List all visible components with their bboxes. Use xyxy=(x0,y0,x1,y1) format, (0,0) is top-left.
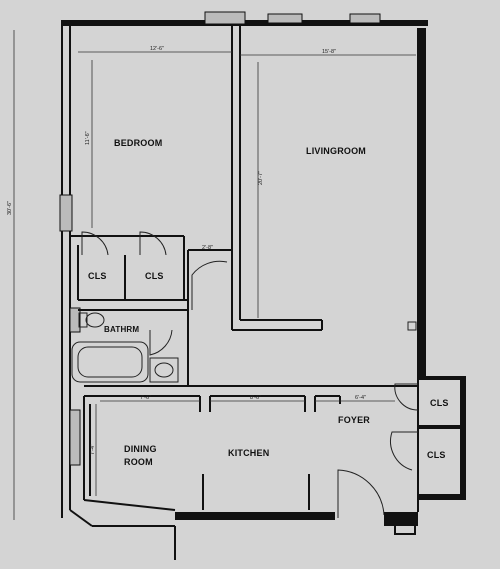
entry-door-swing xyxy=(337,469,385,518)
bottom-wall-kitchen xyxy=(175,512,335,520)
dining-height-label: 7'-4" xyxy=(90,444,96,455)
foyer-closet-divider xyxy=(418,425,464,429)
sink xyxy=(149,357,179,383)
right-wall xyxy=(417,28,426,380)
living-width-label: 15'-8" xyxy=(322,49,336,55)
window-top-2 xyxy=(267,13,303,24)
room-label-foyer-closet-2: CLS xyxy=(427,450,446,460)
foyer-closet-bottom xyxy=(418,494,466,500)
window-top-3 xyxy=(349,13,381,24)
bedroom-door-swing xyxy=(191,260,228,310)
dining-width-label: 7'-6" xyxy=(140,395,151,401)
room-label-bathroom: BATHRM xyxy=(104,325,139,334)
room-label-foyer-closet-1: CLS xyxy=(430,398,449,408)
bathtub-inner xyxy=(77,346,143,378)
room-label-kitchen: KITCHEN xyxy=(228,448,269,458)
foyer-closet-top xyxy=(418,376,466,380)
entry-step xyxy=(394,519,416,535)
room-label-foyer: FOYER xyxy=(338,415,370,425)
foyer-closet-right xyxy=(460,376,466,500)
bedroom-height-label: 11'-6" xyxy=(85,131,91,145)
room-label-closet-1: CLS xyxy=(88,271,107,281)
room-label-closet-2: CLS xyxy=(145,271,164,281)
bathroom-door-swing xyxy=(149,329,173,356)
window-left-3 xyxy=(69,307,81,333)
toilet-tank xyxy=(78,312,88,328)
sink-basin xyxy=(154,362,174,378)
dining-bottom-wall xyxy=(83,499,176,511)
foyer-closet-door-1 xyxy=(394,383,419,411)
closet-door-swing-2 xyxy=(139,231,167,256)
overall-height-label: 30'-6" xyxy=(7,201,13,215)
room-label-dining-line1: DINING xyxy=(124,444,157,454)
bottom-left-angle xyxy=(69,509,93,527)
window-left-1 xyxy=(59,194,73,232)
room-label-dining-line2: ROOM xyxy=(124,457,153,467)
foyer-width-label: 6'-4" xyxy=(355,395,366,401)
bedroom-width-label: 12'-6" xyxy=(150,46,164,52)
toilet xyxy=(85,312,105,328)
closet-door-swing-1 xyxy=(81,231,109,256)
window-left-2 xyxy=(69,409,81,466)
outlet-mark xyxy=(407,321,417,331)
window-top-1 xyxy=(204,11,246,25)
bathtub xyxy=(71,341,149,383)
closet-width-label: 2'-8" xyxy=(202,245,213,251)
kitchen-width-label: 8'-6" xyxy=(250,395,261,401)
foyer-closet-door-2 xyxy=(390,431,418,471)
room-label-bedroom: BEDROOM xyxy=(114,138,162,148)
room-label-livingroom: LIVINGROOM xyxy=(306,146,366,156)
living-height-label: 20'-7" xyxy=(258,171,264,185)
